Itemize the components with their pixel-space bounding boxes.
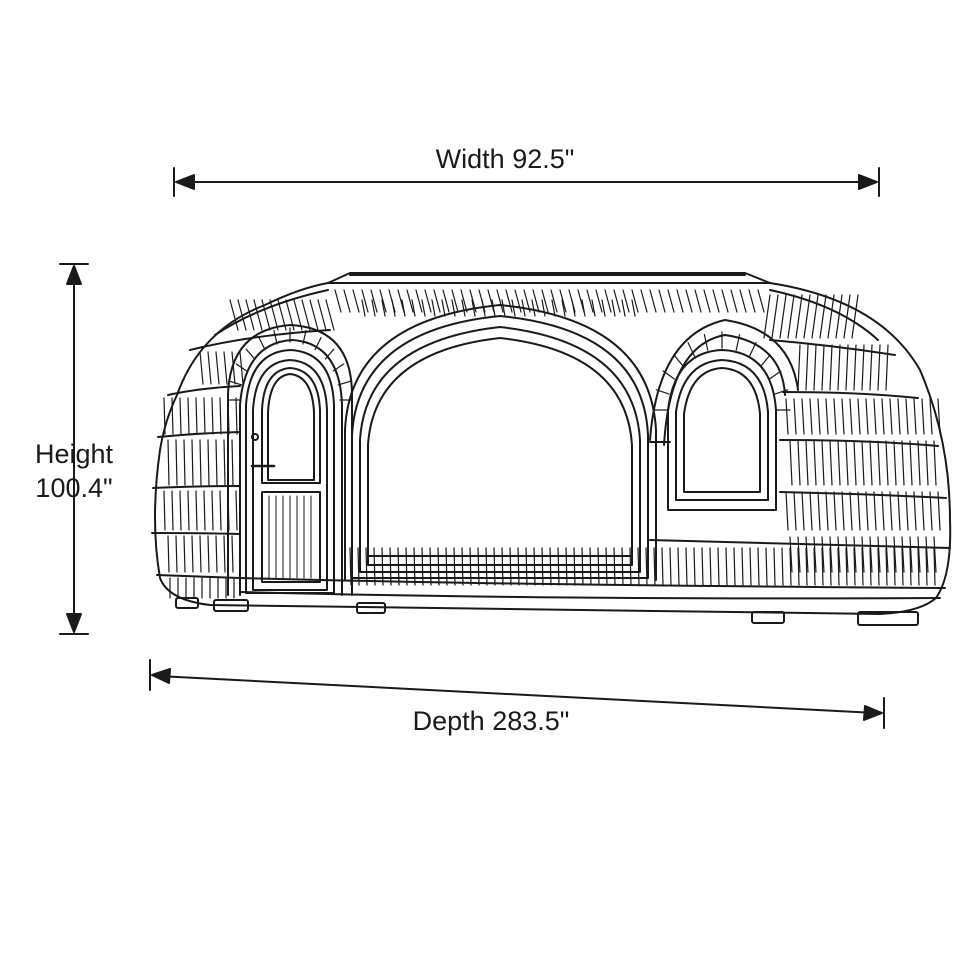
support-feet <box>175 597 919 626</box>
width-dimension-line <box>173 167 880 197</box>
right-window <box>649 319 799 511</box>
center-arch-window <box>344 304 657 581</box>
door-arch-bricks <box>227 327 353 401</box>
depth-label: Depth 283.5" <box>412 706 570 736</box>
roof-shingles <box>334 289 765 317</box>
width-label: Width 92.5" <box>435 144 575 174</box>
height-label-value: 100.4" <box>35 473 113 503</box>
depth-dimension-line <box>149 659 885 729</box>
height-dimension-line <box>59 263 89 635</box>
height-label: Height 100.4" <box>22 437 126 505</box>
window-arch-bricks <box>653 331 791 411</box>
door-panel-slats <box>268 495 312 579</box>
wall-shingles <box>163 294 941 599</box>
height-label-title: Height <box>34 439 114 469</box>
door <box>227 324 353 596</box>
